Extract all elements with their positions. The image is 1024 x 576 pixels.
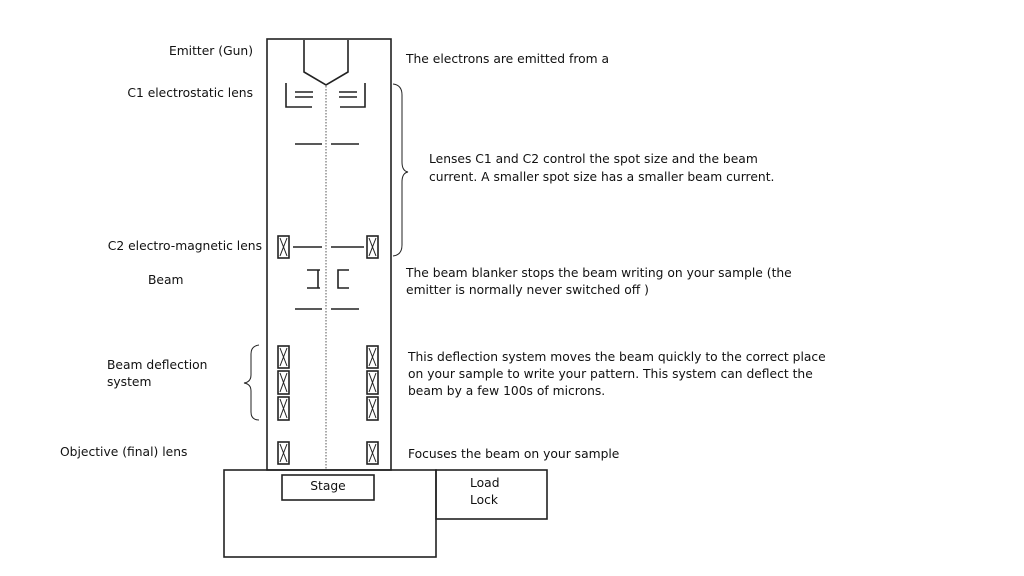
label-c1: C1 electrostatic lens (127, 86, 253, 100)
coil-icon (277, 235, 290, 259)
label-objective: Objective (final) lens (60, 445, 187, 459)
coil-icon (366, 441, 379, 465)
beam-blanker (295, 269, 359, 310)
coil-icon (366, 345, 379, 369)
desc-deflection-3: beam by a few 100s of microns. (408, 384, 605, 398)
emitter-gun (303, 40, 349, 86)
coils (277, 235, 379, 465)
coil-icon (277, 370, 290, 395)
label-c2: C2 electro-magnetic lens (108, 239, 262, 253)
desc-deflection-1: This deflection system moves the beam qu… (407, 350, 826, 364)
coil-icon (366, 235, 379, 259)
label-deflection-1: Beam deflection (107, 358, 207, 372)
desc-blanker-1: The beam blanker stops the beam writing … (405, 266, 792, 280)
coil-icon (277, 396, 290, 421)
load-lock-box (435, 469, 548, 520)
label-deflection-2: system (107, 375, 151, 389)
left-brace (243, 344, 260, 421)
right-brace (392, 83, 409, 257)
desc-blanker-2: emitter is normally never switched off ) (406, 283, 649, 297)
coil-icon (277, 345, 290, 369)
label-stage: Stage (310, 479, 346, 493)
coil-icon (366, 396, 379, 421)
label-blanker: Beam (148, 273, 184, 287)
c1-lens (285, 83, 366, 108)
coil-icon (366, 370, 379, 395)
coil-icon (277, 441, 290, 465)
desc-deflection-2: on your sample to write your pattern. Th… (408, 367, 813, 381)
desc-emitter: The electrons are emitted from a (405, 52, 609, 66)
desc-lenses-1: Lenses C1 and C2 control the spot size a… (429, 152, 758, 166)
stage-box (281, 474, 375, 501)
label-load-lock-1: Load (470, 476, 500, 490)
label-load-lock-2: Lock (470, 493, 499, 507)
label-emitter: Emitter (Gun) (169, 44, 253, 58)
desc-objective: Focuses the beam on your sample (408, 447, 619, 461)
desc-lenses-2: current. A smaller spot size has a small… (429, 170, 774, 184)
